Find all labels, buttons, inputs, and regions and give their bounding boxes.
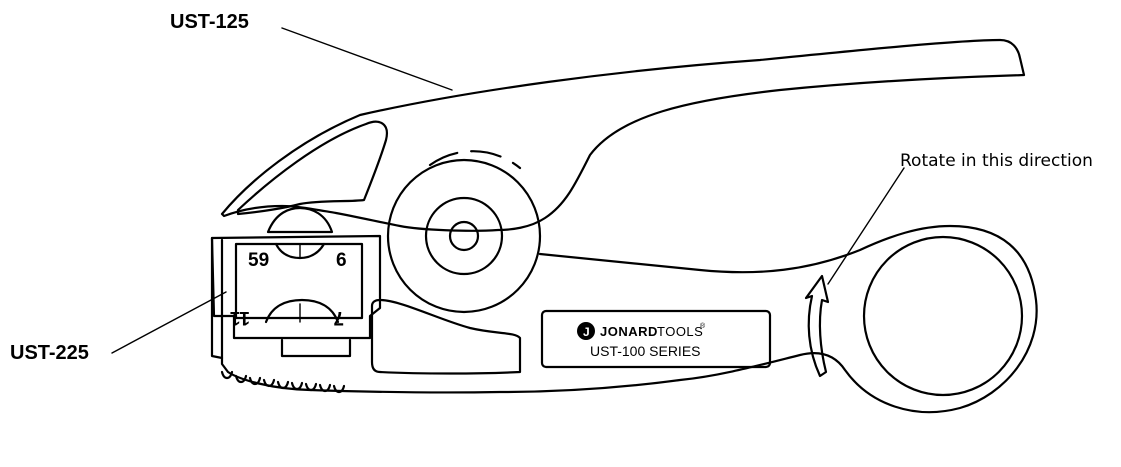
- lower-handle: [220, 224, 1038, 414]
- top-model-leader: [281, 27, 453, 91]
- side-model-label: UST-225: [10, 342, 89, 364]
- rotate-leader: [827, 167, 905, 285]
- cassette-number-top-left: 59: [248, 250, 269, 271]
- upper-handle: [220, 38, 1026, 314]
- brand-trademark: ®: [700, 322, 706, 330]
- cassette-number-top-right: 6: [336, 250, 347, 271]
- cassette-number-bottom-left: 11: [229, 307, 250, 328]
- top-model-label: UST-125: [170, 11, 249, 33]
- cassette-number-bottom-right: 7: [333, 307, 344, 328]
- brand-series: UST-100 SERIES: [590, 343, 701, 359]
- brand-logo-icon: [577, 322, 595, 340]
- side-model-leader: [111, 291, 227, 354]
- brand-logo-letter: J: [583, 325, 590, 339]
- brand-badge: J JONARD TOOLS ® UST-100 SERIES: [577, 322, 706, 359]
- grip-teeth: [220, 370, 346, 394]
- rotate-hint-label: Rotate in this direction: [900, 151, 1093, 171]
- brand-name-bold: JONARD: [600, 324, 658, 339]
- blade-cassette: [210, 206, 382, 360]
- brand-name-light: TOOLS: [657, 324, 703, 339]
